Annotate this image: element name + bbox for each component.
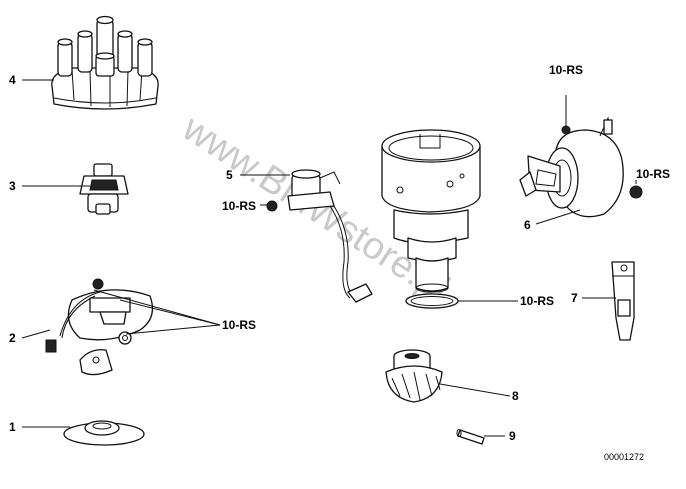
callout-9: 9 <box>509 429 516 443</box>
distributor-housing[interactable] <box>381 129 481 293</box>
callout-10rs-vacuum-top: 10-RS <box>549 63 583 77</box>
callout-4: 4 <box>9 73 16 87</box>
condenser[interactable] <box>266 169 373 303</box>
reference-code: 00001272 <box>604 452 644 462</box>
callout-1: 1 <box>9 420 16 434</box>
callout-2: 2 <box>9 331 16 345</box>
callout-10rs-vacuum-right: 10-RS <box>636 167 670 181</box>
distributor-rotor[interactable] <box>79 163 129 215</box>
callout-6: 6 <box>524 218 531 232</box>
callout-10rs-oring: 10-RS <box>520 294 554 308</box>
callout-10rs-condenser: 10-RS <box>222 199 256 213</box>
breaker-plate[interactable] <box>45 278 154 376</box>
callout-10rs-breaker: 10-RS <box>222 318 256 332</box>
dust-cover[interactable] <box>63 420 145 446</box>
drive-gear[interactable] <box>385 349 443 403</box>
callout-5: 5 <box>226 168 233 182</box>
vacuum-advance-unit[interactable] <box>519 116 643 218</box>
callout-7: 7 <box>571 291 578 305</box>
distributor-cap[interactable] <box>51 15 159 110</box>
leader-lines <box>21 79 637 437</box>
drive-shaft[interactable] <box>611 261 635 341</box>
callout-3: 3 <box>9 179 16 193</box>
callout-8: 8 <box>512 389 519 403</box>
roll-pin[interactable] <box>456 429 485 445</box>
